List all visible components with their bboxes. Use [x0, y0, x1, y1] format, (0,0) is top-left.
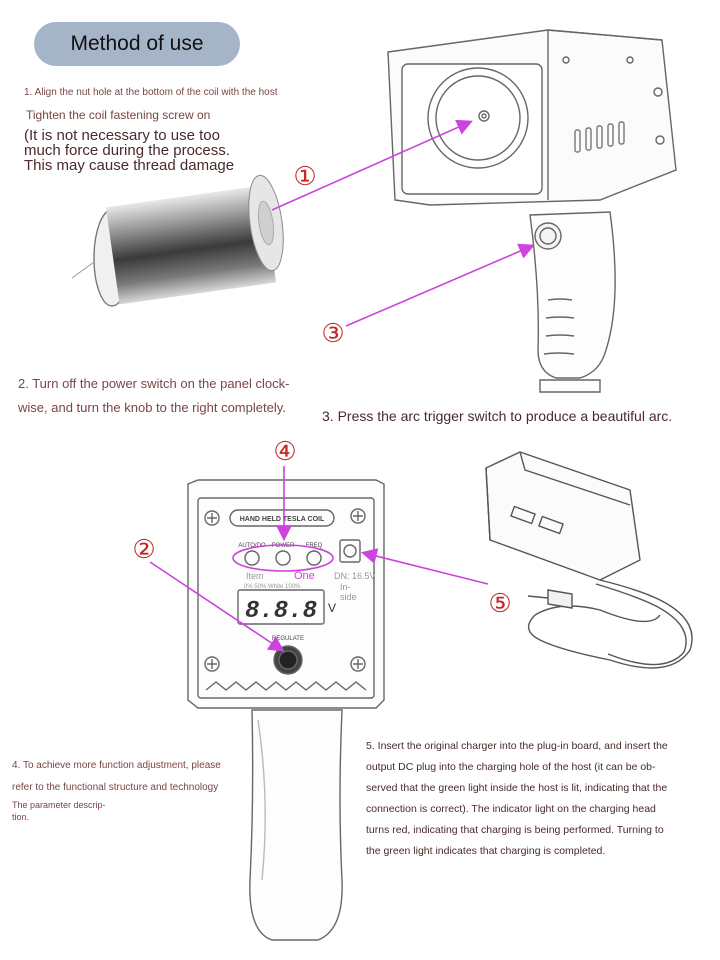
panel-overlay-percent: 0% 50% White 100% — [244, 584, 301, 590]
arrow-5 — [360, 548, 489, 585]
step4-line4: tion. — [12, 812, 30, 822]
panel-overlay-item: Item — [246, 571, 264, 581]
step1-note2: much force during the process. — [24, 142, 230, 159]
callout-5: ⑤ — [488, 589, 511, 618]
panel-overlay-side: side — [340, 592, 357, 602]
callout-3: ③ — [321, 319, 344, 348]
step2-line1: 2. Turn off the power switch on the pane… — [18, 376, 290, 391]
top-device-illustration — [387, 29, 677, 393]
step5-line: 5. Insert the original charger into the … — [366, 740, 668, 752]
callout-numbers: ① ② ③ ④ ⑤ — [132, 162, 511, 618]
callout-2: ② — [132, 535, 155, 564]
step1-title: 1. Align the nut hole at the bottom of t… — [24, 87, 278, 98]
panel-btn-label-freq: FREQ — [306, 543, 323, 549]
arrow-3 — [345, 243, 535, 327]
callout-arrows — [149, 119, 535, 652]
step3-text: 3. Press the arc trigger switch to produ… — [322, 408, 673, 424]
step5-line: served that the green light inside the h… — [366, 782, 668, 794]
step1-line2: Tighten the coil fastening screw on — [26, 108, 211, 122]
charger-illustration — [485, 451, 693, 669]
panel-btn-label-auto: AUTO/DO — [238, 543, 266, 549]
panel-brand-label: HAND HELD TESLA COIL — [240, 516, 325, 523]
arrow-2 — [149, 561, 285, 652]
panel-overlay-dn: DN: 16.5V — [334, 571, 376, 581]
step1-note3: This may cause thread damage — [24, 157, 235, 174]
step2-line2: wise, and turn the knob to the right com… — [18, 400, 286, 415]
step1-note1: (It is not necessary to use too — [24, 127, 220, 144]
callout-4: ④ — [273, 437, 296, 466]
method-of-use-title: Method of use — [34, 22, 240, 66]
panel-btn-label-power: POWER — [272, 543, 295, 549]
step4-line3: The parameter descrip- — [12, 800, 106, 810]
control-panel-illustration — [187, 479, 385, 941]
step5-line: turns red, indicating that charging is b… — [366, 824, 664, 836]
panel-overlay-in: In- — [340, 582, 351, 592]
panel-display-unit: V — [328, 601, 336, 615]
arrow-1 — [271, 119, 473, 211]
step4-line1: 4. To achieve more function adjustment, … — [12, 760, 221, 771]
panel-regulate-label: REGULATE — [272, 636, 304, 642]
coil-illustration — [71, 174, 284, 307]
panel-overlay-one: One — [294, 570, 315, 582]
step5-line: the green light indicates that charging … — [366, 845, 606, 857]
step4-line2: refer to the functional structure and te… — [12, 782, 219, 793]
step5-text-block: 5. Insert the original charger into the … — [366, 736, 716, 862]
panel-display-digits: 8.8.8 — [245, 598, 317, 625]
step5-line: connection is correct). The indicator li… — [366, 803, 656, 815]
buttons-highlight-ellipse — [232, 544, 334, 572]
step5-line: output DC plug into the charging hole of… — [366, 761, 656, 773]
callout-1: ① — [293, 162, 316, 191]
